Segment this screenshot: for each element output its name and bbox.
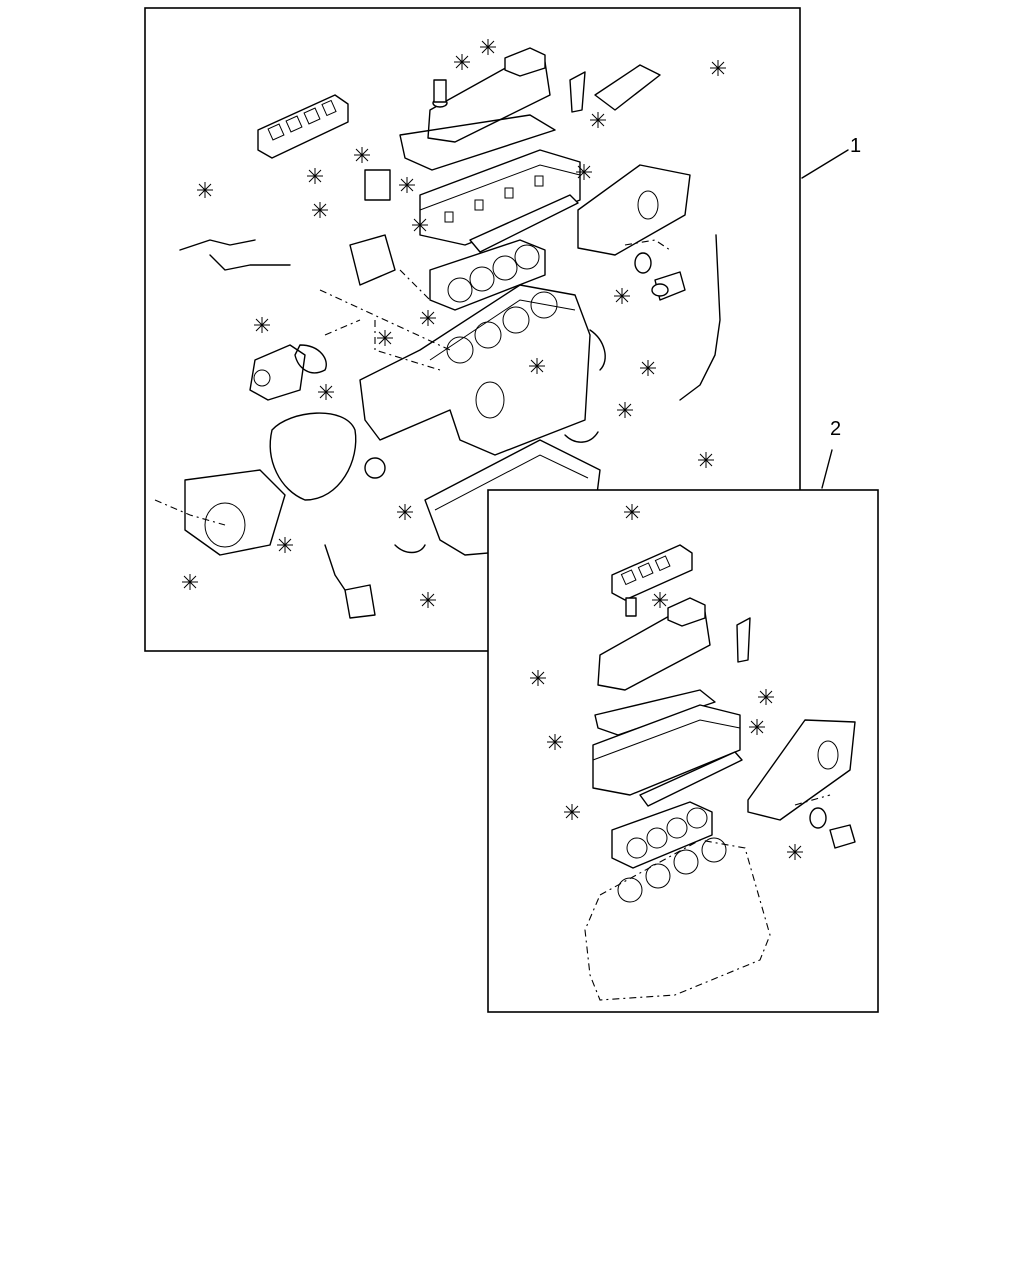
manifold-gasket-a bbox=[257, 94, 349, 159]
injector-2 bbox=[736, 617, 751, 663]
kit-1-callout: 1 bbox=[850, 135, 861, 157]
exhaust-manifold-1 bbox=[577, 164, 691, 256]
intake-gasket-2 bbox=[639, 751, 743, 807]
thermostat-housing-2 bbox=[809, 807, 856, 849]
water-pump-1 bbox=[249, 344, 306, 401]
engine-block-1 bbox=[359, 284, 591, 456]
crank-seal-1 bbox=[364, 457, 386, 479]
kit-2-leader bbox=[821, 449, 833, 489]
rear-seal-1 bbox=[589, 329, 606, 371]
timing-cover-gasket-1 bbox=[269, 412, 357, 501]
oil-filter-1 bbox=[349, 169, 396, 286]
cylinder-head-2 bbox=[592, 704, 741, 796]
front-cover-1 bbox=[184, 469, 286, 556]
oil-pickup-1 bbox=[344, 584, 376, 619]
thrust-washer-b bbox=[394, 544, 426, 554]
oil-pipe-1 bbox=[324, 544, 346, 591]
thermostat-housing-1 bbox=[634, 252, 686, 301]
head-gasket-2 bbox=[611, 801, 713, 869]
valve-cover-1 bbox=[427, 47, 551, 143]
manifold-gasket-b bbox=[611, 544, 693, 601]
kit-1-leader bbox=[801, 149, 849, 179]
dipstick-1 bbox=[679, 234, 721, 401]
cylinder-head-1 bbox=[419, 149, 581, 246]
water-pipe-1 bbox=[594, 64, 661, 111]
injector-1 bbox=[569, 71, 586, 113]
engine-block-2 bbox=[584, 837, 771, 1001]
oil-line-b bbox=[209, 254, 291, 271]
intake-gasket-1 bbox=[469, 194, 579, 253]
kit-2-parts bbox=[584, 544, 856, 1001]
exhaust-manifold-2 bbox=[747, 719, 856, 821]
valve-cover-2 bbox=[597, 597, 711, 691]
head-gasket-1 bbox=[429, 239, 546, 311]
rocker-cover-gasket-1 bbox=[399, 114, 556, 171]
kit-2-callout: 2 bbox=[830, 418, 841, 440]
pump-gasket-1 bbox=[294, 344, 327, 374]
oil-line-a bbox=[179, 239, 256, 251]
thrust-washer-a bbox=[564, 431, 599, 443]
